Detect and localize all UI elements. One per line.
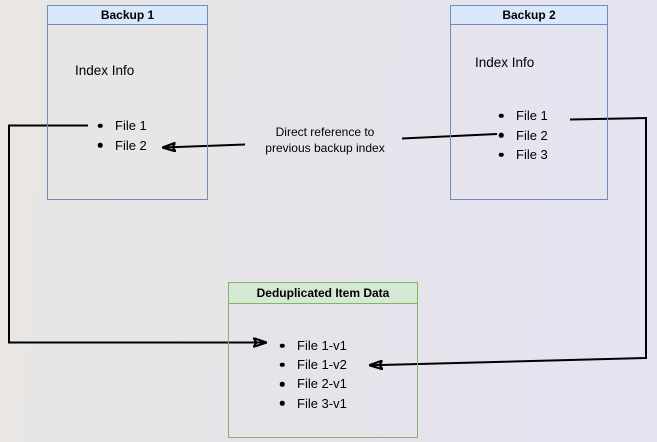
dedup-title: Deduplicated Item Data [256, 286, 390, 300]
list-item: File 1 [100, 116, 147, 136]
dedup-header: Deduplicated Item Data [229, 283, 417, 304]
backup2-title: Backup 2 [502, 8, 556, 22]
edge-label-line2: previous backup index [265, 140, 385, 155]
dedup-box: Deduplicated Item Data [228, 282, 418, 438]
list-item: File 2-v1 [282, 374, 347, 393]
list-item: File 2 [100, 136, 147, 156]
edge-label-line1: Direct reference to [275, 125, 375, 139]
list-item: File 1 [501, 106, 548, 126]
list-item: File 1-v2 [282, 355, 347, 374]
backup1-file-list: File 1 File 2 [100, 116, 147, 155]
backup1-header: Backup 1 [48, 6, 207, 25]
backup2-header: Backup 2 [451, 6, 607, 25]
direct-reference-edge-label: Direct reference to previous backup inde… [233, 125, 417, 156]
backup1-title: Backup 1 [100, 8, 155, 22]
list-item: File 2 [501, 126, 548, 146]
backup2-box: Backup 2 [450, 5, 608, 200]
backup1-index-info-label: Index Info [75, 63, 135, 78]
dedup-file-list: File 1-v1 File 1-v2 File 2-v1 File 3-v1 [282, 336, 347, 413]
backup1-box: Backup 1 [47, 5, 208, 200]
list-item: File 3 [501, 145, 548, 165]
list-item: File 1-v1 [282, 336, 347, 355]
backup2-file-list: File 1 File 2 File 3 [501, 106, 548, 165]
backup2-index-info-label: Index Info [475, 55, 535, 70]
list-item: File 3-v1 [282, 394, 347, 413]
